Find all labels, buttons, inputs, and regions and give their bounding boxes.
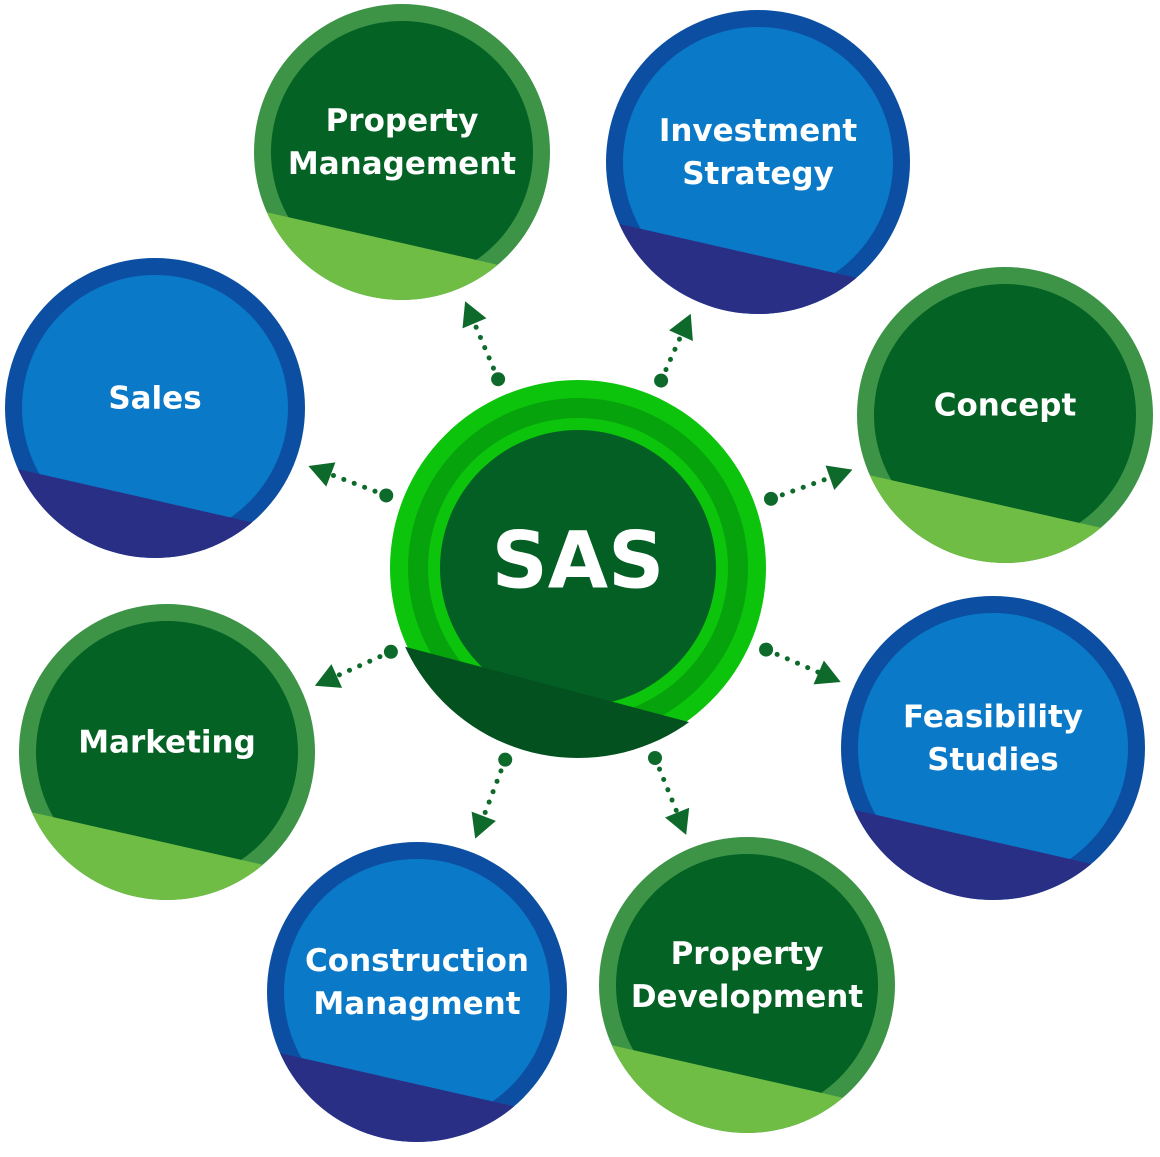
- node-label-line: Concept: [934, 388, 1077, 424]
- node-marketing: Marketing: [19, 604, 315, 900]
- node-fill: [874, 284, 1136, 546]
- arrow-head: [462, 301, 487, 329]
- node-label-line: Investment: [659, 113, 858, 149]
- arrow-head: [314, 664, 343, 688]
- arrow-dotted-line: [774, 651, 822, 675]
- arrow-to-investment-strategy: [654, 313, 693, 388]
- arrow-to-feasibility-studies: [759, 642, 841, 685]
- connector-arrows: [308, 301, 853, 839]
- arrow-start-dot: [383, 644, 398, 659]
- arrow-start-dot: [498, 752, 513, 767]
- arrow-dotted-line: [471, 320, 496, 371]
- node-fill: [36, 621, 298, 883]
- arrow-head: [665, 807, 690, 835]
- arrow-start-dot: [647, 750, 662, 765]
- arrow-to-property-development: [647, 750, 690, 835]
- node-fill: [616, 854, 878, 1116]
- node-fill: [22, 275, 288, 541]
- node-label-line: Feasibility: [903, 699, 1083, 735]
- node-fill: [284, 859, 550, 1125]
- arrow-head: [813, 660, 841, 685]
- node-label-line: Strategy: [682, 156, 834, 192]
- node-label-line: Development: [631, 979, 863, 1015]
- arrow-to-construction-managment: [471, 752, 513, 839]
- node-label-line: Managment: [313, 986, 520, 1022]
- node-sales: Sales: [5, 258, 305, 558]
- arrow-to-sales: [308, 462, 394, 503]
- node-concept: Concept: [857, 267, 1153, 563]
- node-fill: [271, 21, 533, 283]
- arrow-dotted-line: [481, 768, 504, 819]
- node-label-line: Management: [288, 146, 516, 182]
- node-label-line: Studies: [927, 742, 1059, 778]
- arrow-start-dot: [654, 373, 669, 388]
- arrow-to-property-management: [462, 301, 506, 387]
- arrow-dotted-line: [779, 475, 833, 498]
- node-label-line: Construction: [305, 943, 529, 979]
- hub-circle: SAS: [388, 380, 766, 758]
- arrow-head: [308, 462, 336, 487]
- arrow-start-dot: [759, 642, 774, 657]
- node-label-line: Sales: [108, 381, 201, 417]
- node-fill: [858, 613, 1128, 883]
- arrow-start-dot: [491, 372, 506, 387]
- arrow-start-dot: [379, 488, 394, 503]
- node-fill: [623, 27, 893, 297]
- arrow-dotted-line: [334, 654, 383, 679]
- arrow-to-marketing: [314, 644, 398, 688]
- service-nodes: PropertyManagementInvestmentStrategyConc…: [5, 4, 1153, 1142]
- arrow-dotted-line: [663, 333, 684, 373]
- node-label-line: Property: [326, 103, 479, 139]
- arrow-dotted-line: [657, 766, 680, 816]
- node-label-line: Marketing: [78, 725, 256, 761]
- arrow-to-concept: [763, 465, 853, 506]
- arrow-start-dot: [763, 491, 778, 506]
- hub-label: SAS: [492, 516, 665, 606]
- node-label-line: Property: [671, 936, 824, 972]
- arrow-dotted-line: [328, 472, 378, 494]
- arrow-head: [825, 465, 853, 490]
- arrow-head: [669, 313, 693, 341]
- arrow-head: [471, 811, 496, 839]
